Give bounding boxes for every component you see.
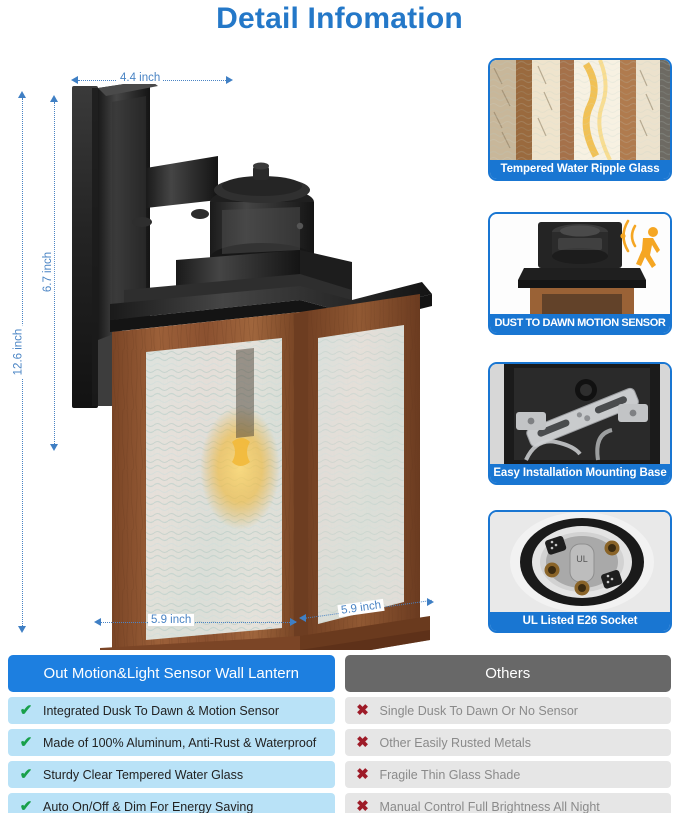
arrow-right-base-left xyxy=(290,618,297,626)
arrow-up-height-fixture xyxy=(50,95,58,102)
arrow-down-height-total xyxy=(18,626,26,633)
comparison-cell-ours: ✔ Integrated Dusk To Dawn & Motion Senso… xyxy=(8,697,335,724)
comparison-table: Out Motion&Light Sensor Wall Lantern Oth… xyxy=(8,655,671,813)
cross-icon: ✖ xyxy=(356,734,369,751)
comparison-cell-ours: ✔ Auto On/Off & Dim For Energy Saving xyxy=(8,793,335,813)
feature-card-motion-sensor[interactable]: DUST TO DAWN MOTION SENSOR xyxy=(488,212,672,335)
mounting-base-icon xyxy=(490,364,670,464)
dimension-line-height-fixture xyxy=(54,102,55,444)
comparison-header-ours: Out Motion&Light Sensor Wall Lantern xyxy=(8,655,335,692)
comparison-header-others: Others xyxy=(344,655,671,692)
check-icon: ✔ xyxy=(19,734,33,751)
arrow-left-base-right xyxy=(299,614,306,622)
check-icon: ✔ xyxy=(19,798,33,813)
comparison-cell-ours: ✔ Sturdy Clear Tempered Water Glass xyxy=(8,761,335,788)
arrow-left-width-top xyxy=(71,76,78,84)
feature-caption-mounting-base: Easy Installation Mounting Base xyxy=(490,464,670,483)
feature-caption-motion-sensor: DUST TO DAWN MOTION SENSOR xyxy=(490,314,670,333)
comparison-cell-others: ✖ Single Dusk To Dawn Or No Sensor xyxy=(344,697,671,724)
comparison-table-header: Out Motion&Light Sensor Wall Lantern Oth… xyxy=(8,655,671,692)
arrow-left-base-left xyxy=(94,618,101,626)
dimension-line-base-left xyxy=(100,622,296,623)
feature-caption-socket: UL Listed E26 Socket xyxy=(490,612,670,631)
dimension-label-base-left: 5.9 inch xyxy=(148,614,195,626)
feature-card-mounting-base[interactable]: Easy Installation Mounting Base xyxy=(488,362,672,485)
cross-icon: ✖ xyxy=(356,702,369,719)
wall-lantern-illustration xyxy=(72,80,432,650)
comparison-text-ours: Integrated Dusk To Dawn & Motion Sensor xyxy=(43,703,280,718)
comparison-text-ours: Auto On/Off & Dim For Energy Saving xyxy=(43,799,254,813)
arrow-right-base-right xyxy=(427,598,434,606)
cross-icon: ✖ xyxy=(356,798,369,813)
table-row: ✔ Sturdy Clear Tempered Water Glass ✖ Fr… xyxy=(8,761,671,788)
comparison-cell-others: ✖ Fragile Thin Glass Shade xyxy=(344,761,671,788)
page-title: Detail Infomation xyxy=(216,2,463,35)
svg-text:UL: UL xyxy=(576,554,588,564)
e26-socket-icon: UL xyxy=(490,512,670,612)
comparison-cell-others: ✖ Other Easily Rusted Metals xyxy=(344,729,671,756)
dimension-label-width-top: 4.4 inch xyxy=(117,72,164,84)
comparison-cell-ours: ✔ Made of 100% Aluminum, Anti-Rust & Wat… xyxy=(8,729,335,756)
arrow-down-height-fixture xyxy=(50,444,58,451)
product-hero: 4.4 inch 6.7 inch 12.6 inch 5.9 inch 5.9… xyxy=(0,50,480,650)
comparison-text-others: Single Dusk To Dawn Or No Sensor xyxy=(379,703,578,718)
comparison-text-others: Fragile Thin Glass Shade xyxy=(379,767,521,782)
comparison-text-ours: Sturdy Clear Tempered Water Glass xyxy=(43,767,244,782)
table-row: ✔ Made of 100% Aluminum, Anti-Rust & Wat… xyxy=(8,729,671,756)
feature-caption-glass: Tempered Water Ripple Glass xyxy=(490,160,670,179)
comparison-text-ours: Made of 100% Aluminum, Anti-Rust & Water… xyxy=(43,735,317,750)
cross-icon: ✖ xyxy=(356,766,369,783)
water-ripple-glass-icon xyxy=(490,60,670,160)
motion-sensor-icon xyxy=(490,214,670,314)
comparison-cell-others: ✖ Manual Control Full Brightness All Nig… xyxy=(344,793,671,813)
dimension-label-height-fixture: 6.7 inch xyxy=(42,248,55,296)
comparison-text-others: Manual Control Full Brightness All Night xyxy=(379,799,600,813)
arrow-up-height-total xyxy=(18,91,26,98)
check-icon: ✔ xyxy=(19,702,33,719)
table-row: ✔ Auto On/Off & Dim For Energy Saving ✖ … xyxy=(8,793,671,813)
dimension-label-height-total: 12.6 inch xyxy=(12,325,25,379)
check-icon: ✔ xyxy=(19,766,33,783)
feature-card-socket[interactable]: UL UL Listed E26 Socket xyxy=(488,510,672,633)
feature-card-glass[interactable]: Tempered Water Ripple Glass xyxy=(488,58,672,181)
arrow-right-width-top xyxy=(226,76,233,84)
table-row: ✔ Integrated Dusk To Dawn & Motion Senso… xyxy=(8,697,671,724)
comparison-text-others: Other Easily Rusted Metals xyxy=(379,735,531,750)
